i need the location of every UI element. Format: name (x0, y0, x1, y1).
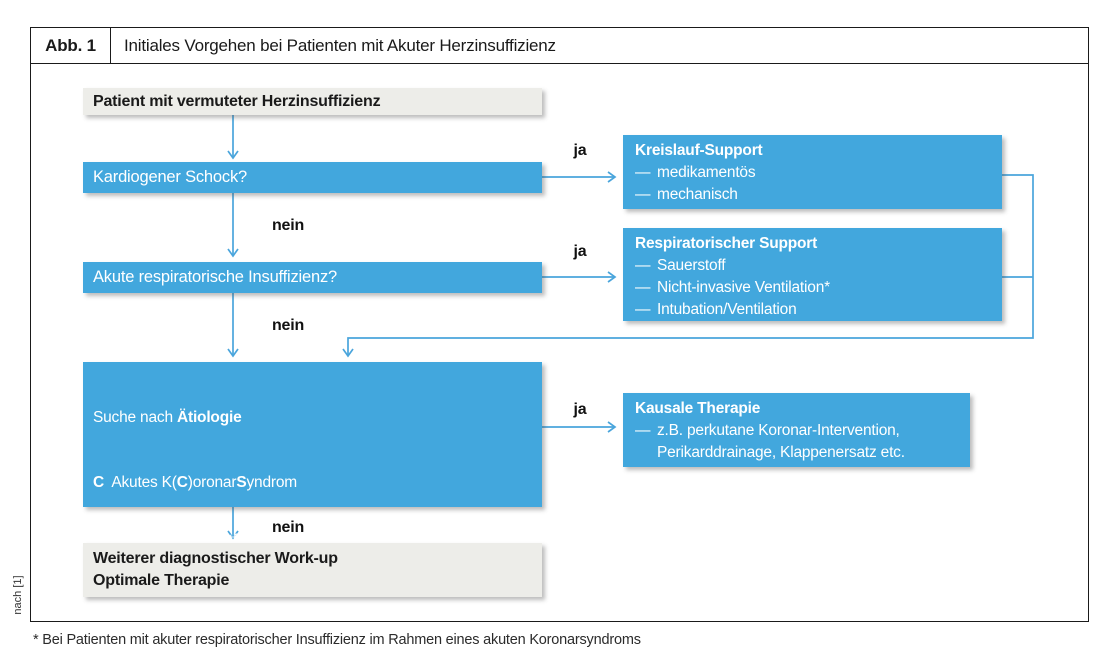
diagnostic-workup-box: Weiterer diagnostischer Work-up Optimale… (83, 543, 542, 597)
figure-title: Initiales Vorgehen bei Patienten mit Aku… (124, 35, 556, 55)
yes-label: ja (573, 142, 587, 159)
respiratory-support-title: Respiratorischer Support (635, 235, 818, 252)
yes-label: ja (573, 401, 587, 418)
figure-label: Abb. 1 (31, 28, 111, 63)
no-label: nein (271, 519, 305, 536)
list-item: —medikamentös (635, 164, 756, 181)
etiology-title: Suche nach Ätiologie (93, 409, 242, 426)
list-item: —z.B. perkutane Koronar-Intervention, (635, 422, 900, 439)
circulatory-support-box: Kreislauf-Support —medikamentös —mechani… (623, 135, 1002, 209)
no-label: nein (271, 217, 305, 234)
yes-label: ja (573, 243, 587, 260)
circulatory-support-title: Kreislauf-Support (635, 142, 763, 159)
acute-respiratory-failure-box: Akute respiratorische Insuffizienz? (83, 262, 542, 293)
no-label: nein (271, 317, 305, 334)
patient-box: Patient mit vermuteter Herzinsuffizienz (83, 88, 542, 115)
causal-therapy-title: Kausale Therapie (635, 400, 761, 417)
source-note: nach [1] (12, 575, 24, 615)
list-item: —Nicht-invasive Ventilation* (635, 279, 830, 296)
list-item: —mechanisch (635, 186, 738, 203)
etiology-item-c: C Akutes K(C)oronarSyndrom (93, 474, 297, 491)
causal-therapy-box: Kausale Therapie —z.B. perkutane Koronar… (623, 393, 970, 467)
footnote: * Bei Patienten mit akuter respiratorisc… (33, 632, 641, 648)
workup-line: Optimale Therapie (93, 572, 230, 589)
list-item: —Intubation/Ventilation (635, 301, 797, 318)
cardiogenic-shock-box: Kardiogener Schock? (83, 162, 542, 193)
respiratory-support-box: Respiratorischer Support —Sauerstoff —Ni… (623, 228, 1002, 321)
etiology-search-box: Suche nach Ätiologie C Akutes K(C)oronar… (83, 362, 542, 661)
list-item: Perikarddrainage, Klappenersatz etc. (657, 444, 905, 461)
figure-header: Abb. 1 Initiales Vorgehen bei Patienten … (31, 28, 1088, 64)
etiology-item-m: M Akute Mechanische Ursache (93, 649, 306, 661)
workup-line: Weiterer diagnostischer Work-up (93, 550, 338, 567)
list-item: —Sauerstoff (635, 257, 726, 274)
